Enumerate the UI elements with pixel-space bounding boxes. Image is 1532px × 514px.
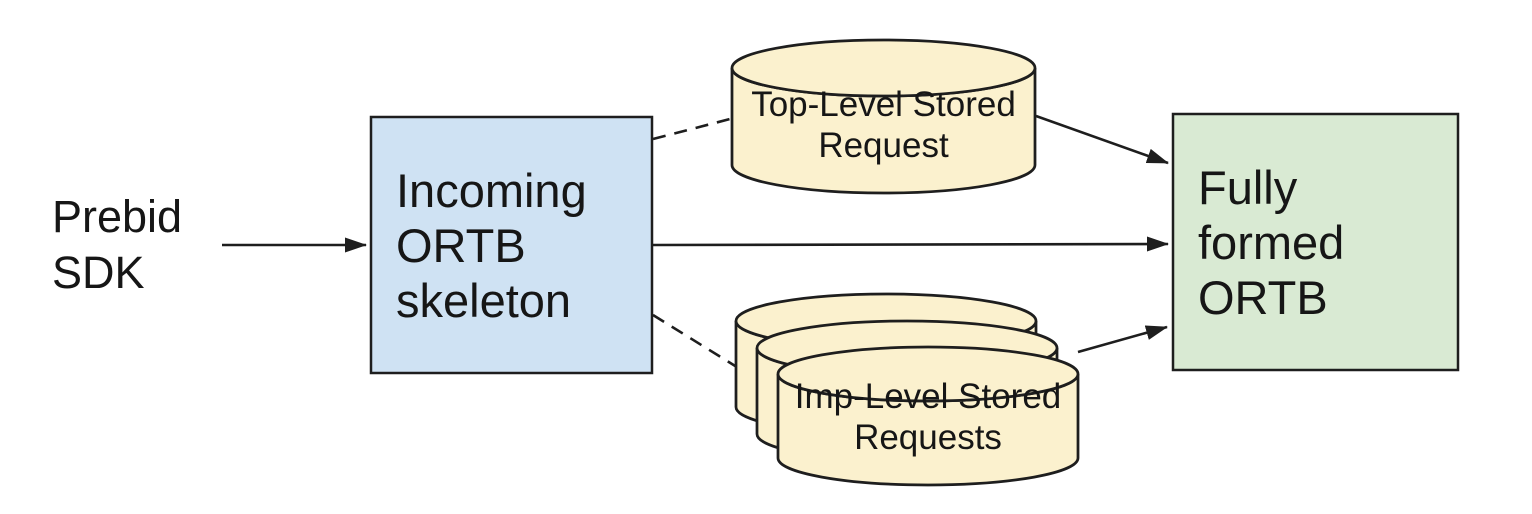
- arrow-imp-stored-to-fully-formed: [1077, 325, 1168, 354]
- imp-level-stored-requests-cylinder-front: [776, 345, 1080, 487]
- arrow-incoming-to-fully-formed: [651, 236, 1169, 252]
- dashed-connector-incoming-to-top-stored: [652, 116, 735, 141]
- top-level-stored-request-label: Top-Level Stored Request: [751, 85, 1016, 165]
- incoming-ortb-skeleton-box: [369, 115, 654, 375]
- incoming-ortb-skeleton-label: Incoming ORTB skeleton: [396, 163, 587, 327]
- fully-formed-ortb-box: [1171, 112, 1460, 372]
- top-level-stored-request-cylinder: [730, 38, 1037, 195]
- imp-level-stored-requests-label: Imp-Level Stored Requests: [794, 377, 1062, 457]
- fully-formed-ortb-label: Fully formed ORTB: [1198, 160, 1345, 324]
- dashed-connector-incoming-to-imp-stored: [652, 313, 741, 371]
- arrow-top-stored-to-fully-formed: [1035, 114, 1169, 165]
- prebid-sdk-label: Prebid SDK: [52, 191, 183, 298]
